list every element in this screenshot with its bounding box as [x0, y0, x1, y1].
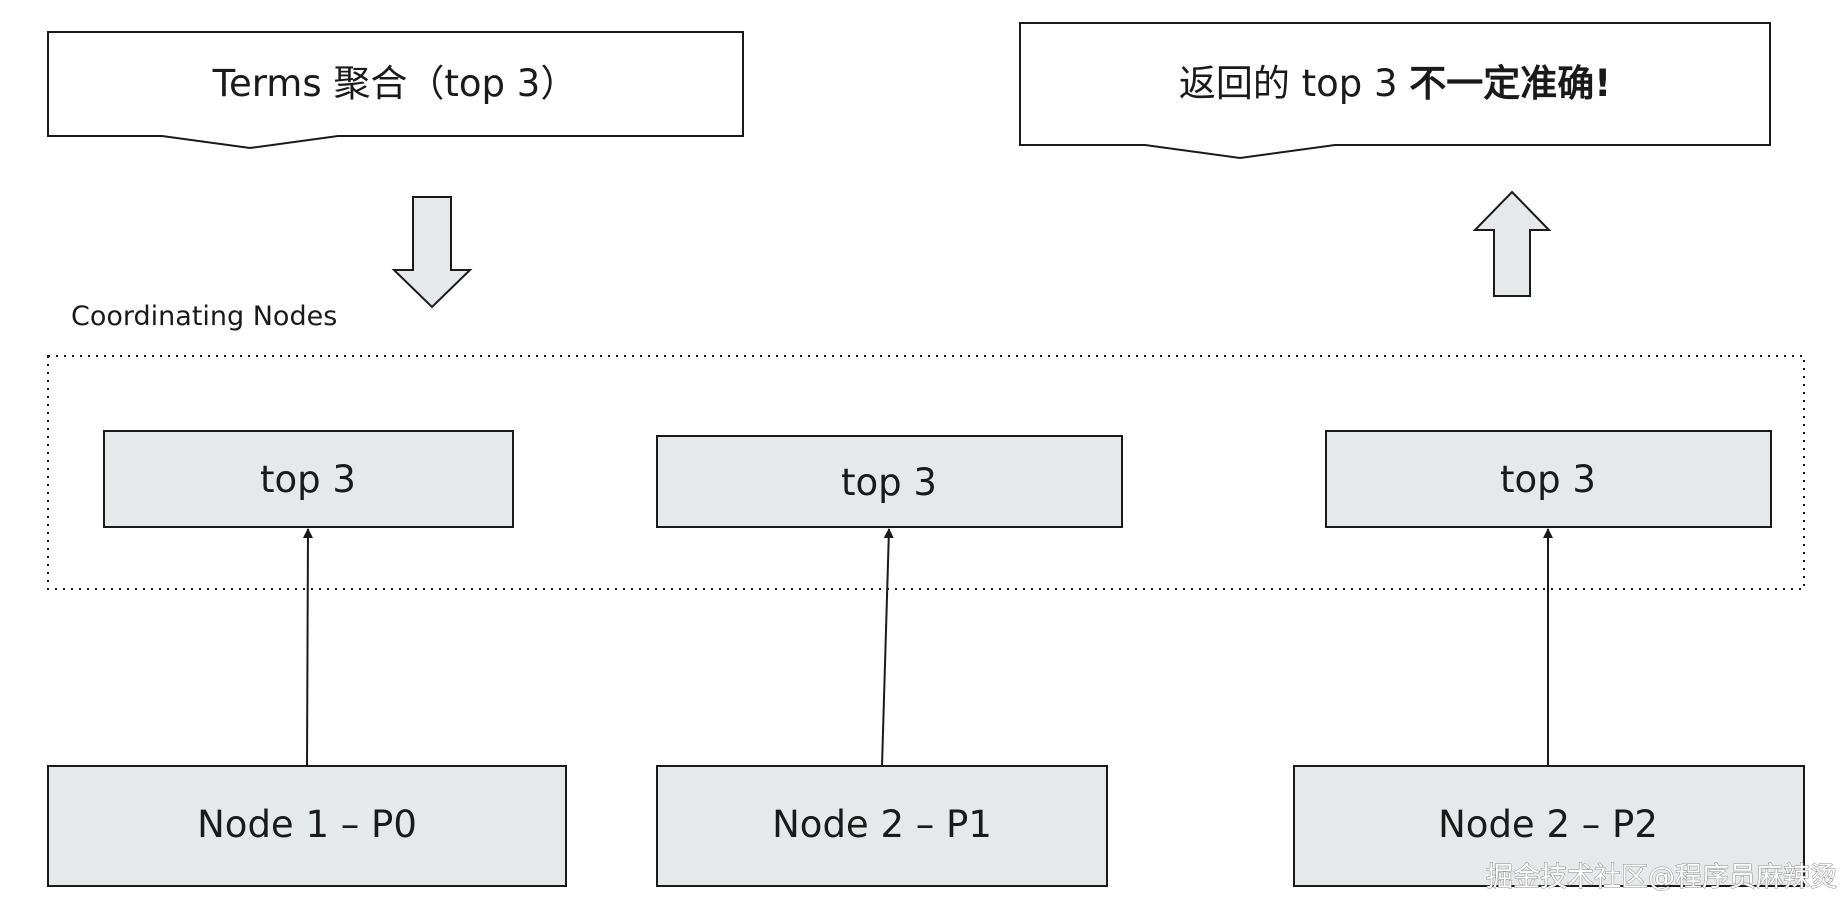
coordinating-box-2: top 3: [656, 435, 1123, 528]
input-callout-shape: [47, 31, 744, 150]
region-label: Coordinating Nodes: [71, 301, 337, 332]
output-callout-shape: [1019, 22, 1771, 160]
up-block-arrow-icon: [1472, 190, 1552, 297]
data-node-3-shape: [1293, 765, 1805, 887]
output-callout-normal-text: 返回的 top 3: [1179, 62, 1409, 105]
coordinating-box-3-shape: [1325, 430, 1772, 528]
data-node-3: Node 2 – P2: [1293, 765, 1805, 887]
coordinating-box-1-label: top 3: [260, 458, 356, 501]
coordinating-box-2-label: top 3: [841, 461, 937, 504]
coordinating-box-1: top 3: [103, 430, 514, 528]
input-callout-text: Terms 聚合（top 3）: [212, 62, 578, 105]
input-callout: Terms 聚合（top 3）: [47, 31, 744, 150]
data-node-1-shape: [47, 765, 567, 887]
coordinating-box-2-shape: [656, 435, 1123, 528]
output-callout-text: 返回的 top 3 不一定准确!: [1179, 62, 1611, 105]
connector-node1-to-top3: [302, 528, 313, 767]
data-node-2-shape: [656, 765, 1108, 887]
data-node-2-label: Node 2 – P1: [772, 803, 992, 846]
watermark: 掘金技术社区@程序员麻辣烫: [1486, 862, 1837, 893]
data-node-1: Node 1 – P0: [47, 765, 567, 887]
data-node-3-label: Node 2 – P2: [1438, 803, 1658, 846]
coordinating-box-1-shape: [103, 430, 514, 528]
coordinating-box-3: top 3: [1325, 430, 1772, 528]
data-node-1-label: Node 1 – P0: [197, 803, 417, 846]
connector-node2-p1-to-top3: [881, 528, 894, 767]
output-callout-emphasis-text: 不一定准确!: [1409, 62, 1611, 105]
data-node-2: Node 2 – P1: [656, 765, 1108, 887]
coordinating-region: [47, 355, 1805, 590]
coordinating-box-3-label: top 3: [1500, 458, 1596, 501]
down-block-arrow-icon: [391, 196, 473, 309]
output-callout: 返回的 top 3 不一定准确!: [1019, 22, 1771, 160]
